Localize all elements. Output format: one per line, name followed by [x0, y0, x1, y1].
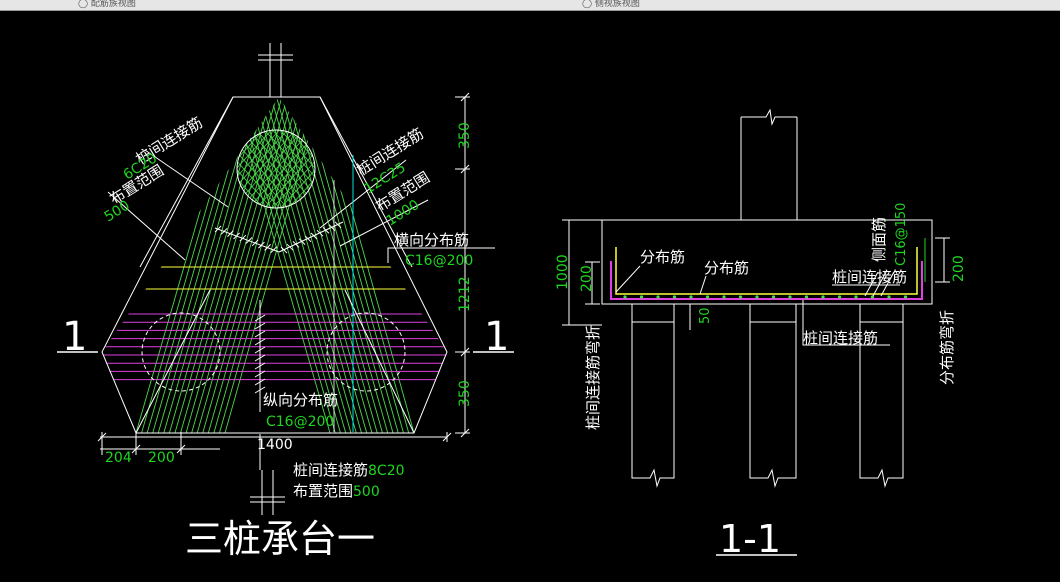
- section-piles: [631, 303, 904, 488]
- link-bend-label: 桩间连接筋弯折: [584, 325, 602, 430]
- distribution-rebar: [615, 247, 918, 295]
- plan-right-dimension: [455, 92, 470, 438]
- left-range-value: 500: [102, 198, 133, 226]
- bottom-range-label: 布置范围500: [293, 482, 380, 500]
- transverse-spec: C16@200: [405, 253, 473, 269]
- section-mark-left: 1: [57, 314, 98, 360]
- view-tab-bar: ◯ 配筋族视图 ◯ 侧视族视图: [0, 0, 1060, 11]
- section-left-dimension: [562, 219, 602, 326]
- pile-link-bar-label-bottom: 桩间连接筋: [803, 329, 878, 347]
- section-mark-right: 1: [473, 314, 514, 360]
- leader-lines: [107, 149, 495, 470]
- distribution-bend-label: 分布筋弯折: [938, 310, 956, 385]
- plan-view: 1 1 350 1212 350: [57, 43, 514, 561]
- dim-right-bottom: 350: [457, 380, 473, 407]
- dim-section-inner: 200: [579, 265, 595, 292]
- cap-edge-left: [135, 289, 211, 434]
- plan-bottom-dimension: [97, 432, 452, 455]
- side-bar-label: 侧面筋: [870, 217, 888, 262]
- bottom-axis-mark: [250, 470, 285, 515]
- column-axis-mark: [258, 43, 293, 97]
- pile-link-bar-label-top: 桩间连接筋: [832, 268, 907, 286]
- cap-edge-upper-left: [139, 96, 234, 268]
- dim-section-height: 1000: [555, 254, 571, 290]
- pile-circle-right: [326, 312, 406, 392]
- longitudinal-spec: C16@200: [266, 414, 334, 430]
- side-bar-spec: C16@150: [894, 203, 909, 266]
- bottom-main-rebar: [610, 261, 923, 300]
- cap-edge-upper-right: [319, 96, 413, 268]
- plan-title: 三桩承台一: [185, 517, 375, 561]
- dim-right-middle: 1212: [457, 276, 473, 312]
- green-rebar-bands: [102, 97, 447, 433]
- dim-right-top: 350: [457, 122, 473, 149]
- section-view: 1000 200 50 200 分布筋 分布筋 桩间连接筋 桩间连接筋 侧面筋 …: [555, 108, 967, 561]
- cap-edge-right: [344, 289, 415, 434]
- magenta-rebar-lines: [102, 313, 447, 381]
- section-column: [740, 108, 798, 220]
- cad-drawing-canvas[interactable]: 1 1 350 1212 350: [0, 12, 1060, 582]
- distribution-bar-label-2: 分布筋: [704, 259, 749, 277]
- right-diagonal-rebar-band: [135, 97, 321, 433]
- transverse-label: 横向分布筋: [394, 231, 469, 249]
- dim-bottom-left-1: 204: [105, 450, 132, 466]
- dim-section-right: 200: [951, 255, 967, 282]
- dim-bottom-left-2: 200: [148, 450, 175, 466]
- left-diagonal-rebar-band: [232, 97, 415, 433]
- longitudinal-label: 纵向分布筋: [263, 391, 338, 409]
- section-title: 1-1: [719, 517, 781, 561]
- pile-circle-left: [141, 312, 221, 392]
- section-right-dimension: [935, 237, 950, 283]
- section-leaders: [615, 265, 900, 346]
- svg-text:1: 1: [62, 314, 87, 360]
- distribution-bar-label-1: 分布筋: [640, 248, 685, 266]
- dim-pile-embed: 50: [698, 307, 713, 324]
- dim-bottom-total: 1400: [257, 437, 293, 453]
- tab-plan-view[interactable]: ◯ 配筋族视图: [78, 0, 136, 9]
- svg-text:1: 1: [484, 314, 509, 360]
- bottom-bar-label: 桩间连接筋8C20: [293, 461, 405, 479]
- tab-section-view[interactable]: ◯ 侧视族视图: [582, 0, 640, 9]
